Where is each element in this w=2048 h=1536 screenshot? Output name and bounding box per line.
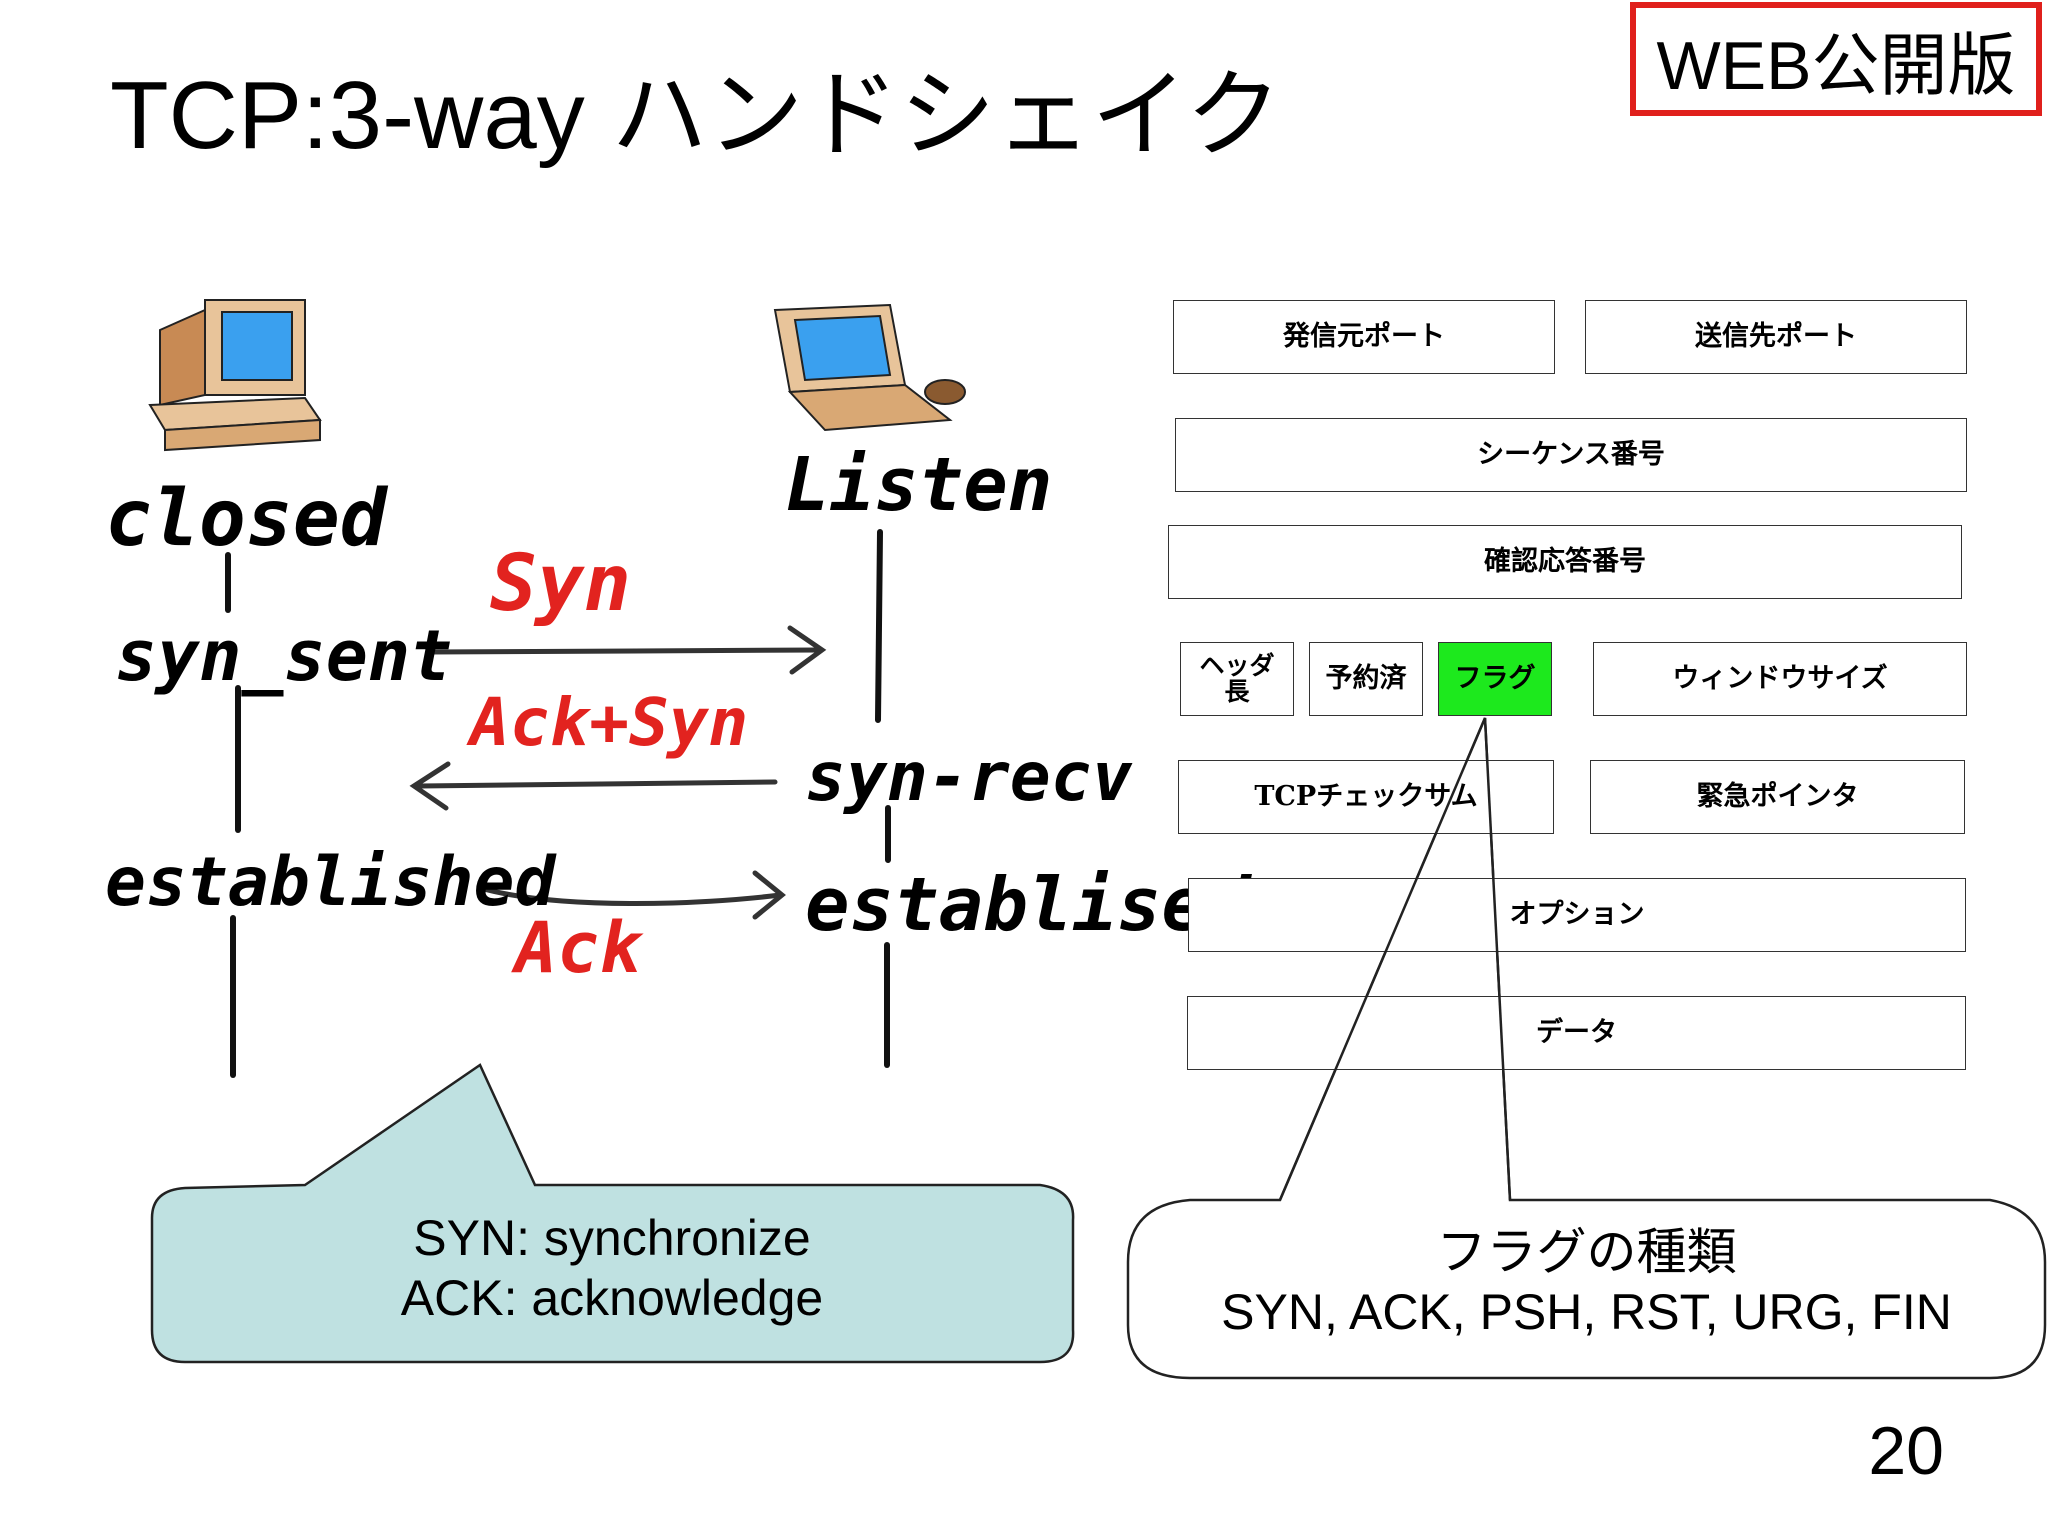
state-established-server-label: establised bbox=[805, 862, 1252, 948]
client-computer-icon bbox=[148, 299, 322, 452]
field-urgent-pointer: 緊急ポインタ bbox=[1590, 760, 1965, 834]
client-timeline bbox=[225, 552, 241, 1078]
flags-callout-text: フラグの種類 SYN, ACK, PSH, RST, URG, FIN bbox=[1128, 1222, 2045, 1342]
field-destination-port: 送信先ポート bbox=[1585, 300, 1967, 374]
server-computer-icon bbox=[773, 303, 966, 432]
legend-syn: SYN: synchronize bbox=[413, 1210, 811, 1266]
flags-callout-title: フラグの種類 bbox=[1436, 1224, 1737, 1280]
page-title: TCP:3-way ハンドシェイク bbox=[110, 62, 1282, 169]
field-sequence-number: シーケンス番号 bbox=[1175, 418, 1967, 492]
message-ack-label: Ack bbox=[511, 907, 644, 989]
web-version-badge: WEB公開版 bbox=[1630, 2, 2042, 116]
state-syn-recv-label: syn-recv bbox=[805, 738, 1133, 817]
server-timeline bbox=[875, 529, 891, 1068]
message-ack-syn-label: Ack+Syn bbox=[466, 684, 748, 761]
flags-callout-bubble bbox=[1126, 717, 2047, 1380]
field-data: データ bbox=[1187, 996, 1966, 1070]
state-listen-label: Listen bbox=[785, 442, 1052, 528]
field-flags: フラグ bbox=[1438, 642, 1552, 716]
field-window-size: ウィンドウサイズ bbox=[1593, 642, 1967, 716]
message-syn-label: Syn bbox=[490, 539, 631, 629]
page-number: 20 bbox=[1868, 1413, 1944, 1489]
field-source-port: 発信元ポート bbox=[1173, 300, 1555, 374]
field-header-length: ヘッダ 長 bbox=[1180, 642, 1294, 716]
field-reserved: 予約済 bbox=[1309, 642, 1423, 716]
message-arrows bbox=[409, 625, 827, 920]
state-established-client-label: established bbox=[105, 843, 557, 922]
field-options: オプション bbox=[1188, 878, 1966, 952]
flags-callout-list: SYN, ACK, PSH, RST, URG, FIN bbox=[1221, 1284, 1952, 1340]
legend-bubble bbox=[150, 1063, 1075, 1364]
state-syn-sent-label: syn_sent bbox=[115, 615, 452, 697]
legend-text: SYN: synchronize ACK: acknowledge bbox=[152, 1208, 1072, 1328]
field-ack-number: 確認応答番号 bbox=[1168, 525, 1962, 599]
state-closed-label: closed bbox=[105, 474, 389, 564]
legend-ack: ACK: acknowledge bbox=[400, 1270, 824, 1326]
